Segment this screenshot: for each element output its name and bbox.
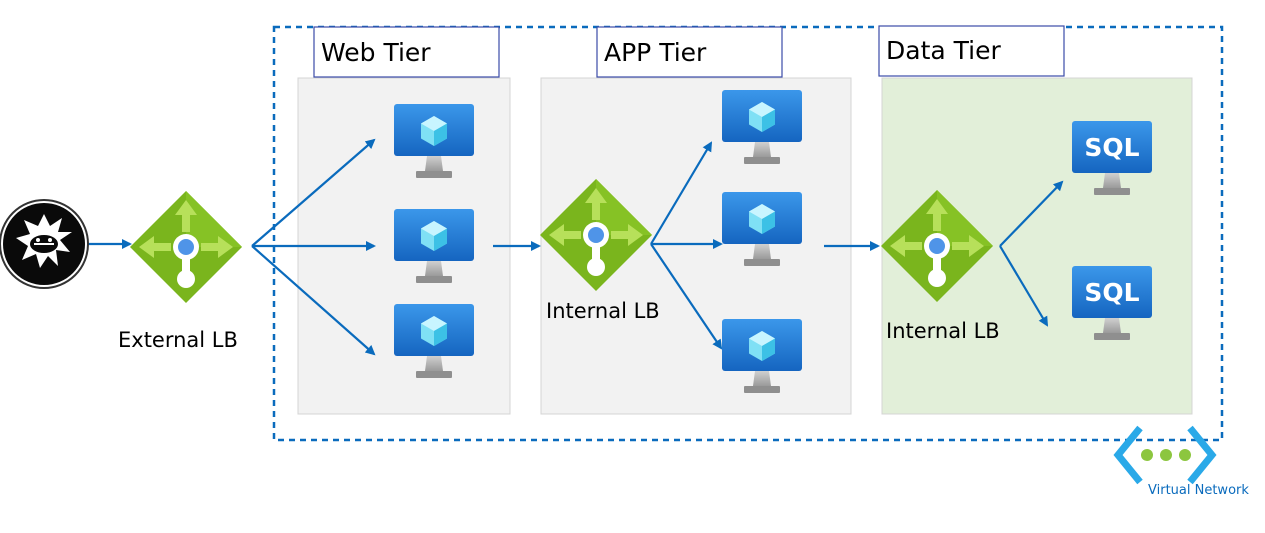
web-tier-header: Web Tier <box>313 26 500 78</box>
data-tier-header: Data Tier <box>878 25 1065 77</box>
external-lb-label: External LB <box>118 328 238 352</box>
external-lb-to-web-vm-1-arrow <box>251 138 376 247</box>
data-tier-label: Data Tier <box>886 36 1001 65</box>
app-lb-to-app-vm-3-arrow <box>650 243 723 350</box>
web-tier-label: Web Tier <box>321 38 431 67</box>
data-internal-lb-label: Internal LB <box>886 319 1000 343</box>
user-avatar-icon <box>0 199 89 289</box>
app-lb-to-app-vm-1-arrow <box>650 141 713 245</box>
sql-1-label: SQL <box>1084 133 1139 162</box>
app-tier-label: APP Tier <box>604 38 707 67</box>
connectors <box>88 138 1064 356</box>
external-lb-to-web-vm-3-arrow <box>251 245 376 356</box>
virtual-network-icon <box>1113 425 1217 485</box>
sql-server-1-icon: SQL <box>1072 121 1152 195</box>
sql-server-2-icon: SQL <box>1072 266 1152 340</box>
app-tier-header: APP Tier <box>596 26 783 78</box>
app-internal-lb-label: Internal LB <box>546 299 660 323</box>
data-lb-to-sql-2-arrow <box>999 245 1049 327</box>
external-lb-icon <box>130 191 242 303</box>
sql-2-label: SQL <box>1084 278 1139 307</box>
virtual-network-label: Virtual Network <box>1148 483 1249 498</box>
data-lb-to-sql-1-arrow <box>999 180 1064 247</box>
